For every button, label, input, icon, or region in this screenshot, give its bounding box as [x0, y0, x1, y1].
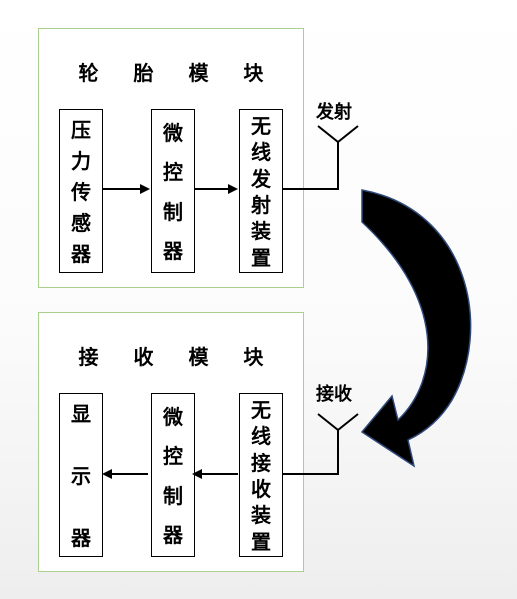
wireless-transmitter-box: 无 线 发 射 装 置	[239, 109, 283, 273]
box-char: 制	[163, 199, 183, 224]
box-char: 微	[163, 405, 183, 429]
receive-antenna-label: 接收	[316, 384, 352, 405]
receiver-feed-line	[282, 430, 339, 475]
wireless-transmission-arrow	[360, 189, 472, 468]
box-char: 置	[251, 529, 271, 554]
receive-module: 接 收 模 块 显 示 器 微 控 制 器 无 线 接 收 装 置	[38, 312, 304, 572]
box-char: 装	[251, 219, 271, 244]
box-char: 接	[251, 450, 271, 475]
tire-module-title: 轮 胎 模 块	[78, 61, 278, 85]
box-char: 收	[251, 476, 271, 501]
transmitter-feed-line	[282, 142, 339, 190]
box-char: 示	[71, 463, 91, 488]
box-char: 线	[251, 424, 271, 449]
box-char: 器	[71, 241, 91, 266]
transmit-antenna-icon	[317, 125, 359, 144]
box-char: 无	[251, 114, 271, 138]
tire-module: 轮 胎 模 块 压 力 传 感 器 微 控 制 器 无 线 发 射 装 置	[38, 28, 304, 288]
box-char: 显	[71, 402, 91, 426]
box-char: 微	[163, 121, 183, 145]
box-char: 控	[163, 444, 183, 469]
box-char: 制	[163, 483, 183, 508]
receive-module-title: 接 收 模 块	[78, 345, 278, 369]
box-char: 器	[71, 525, 91, 550]
box-char: 器	[163, 522, 183, 547]
box-char: 装	[251, 503, 271, 528]
wireless-receiver-box: 无 线 接 收 装 置	[239, 393, 283, 557]
box-char: 感	[71, 210, 91, 235]
box-char: 控	[163, 160, 183, 185]
pressure-sensor-box: 压 力 传 感 器	[59, 109, 103, 273]
transmit-antenna-label: 发射	[316, 102, 352, 123]
tire-microcontroller-box: 微 控 制 器	[151, 109, 195, 273]
receive-antenna-icon	[317, 413, 359, 432]
box-char: 力	[71, 148, 91, 173]
box-char: 压	[71, 118, 91, 142]
box-char: 器	[163, 238, 183, 263]
box-char: 无	[251, 398, 271, 422]
box-char: 传	[71, 179, 91, 204]
box-char: 置	[251, 245, 271, 270]
receive-microcontroller-box: 微 控 制 器	[151, 393, 195, 557]
box-char: 线	[251, 140, 271, 165]
box-char: 发	[251, 166, 271, 191]
box-char: 射	[251, 192, 271, 217]
